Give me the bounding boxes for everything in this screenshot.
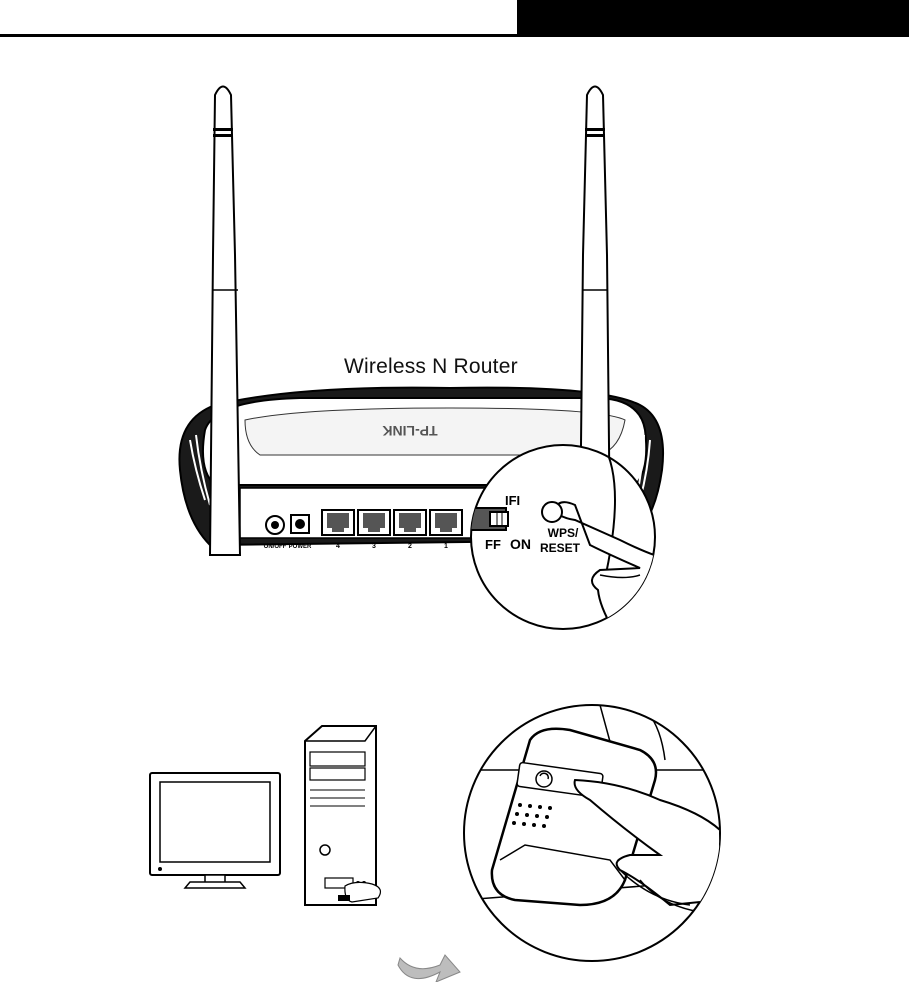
power-label: POWER bbox=[289, 544, 312, 550]
curved-arrow-icon bbox=[398, 955, 460, 982]
lan-port-4 bbox=[322, 510, 354, 535]
port-label-1: 1 bbox=[444, 543, 448, 550]
lan-port-3 bbox=[358, 510, 390, 535]
wps-label-1: WPS/ bbox=[548, 526, 579, 540]
port-label-4: 4 bbox=[336, 543, 340, 550]
port-label-2: 2 bbox=[408, 543, 412, 550]
wps-button-icon bbox=[542, 502, 562, 522]
wps-label-2: RESET bbox=[540, 541, 581, 555]
lan-port-2 bbox=[394, 510, 426, 535]
wps-zoom-circle: IFI FF ON WPS/ RESET bbox=[470, 440, 700, 640]
computer-tower-icon bbox=[305, 726, 380, 905]
wifi-label: IFI bbox=[505, 493, 520, 508]
on-label: ON bbox=[510, 536, 531, 552]
onoff-label: ON/OFF bbox=[264, 544, 287, 550]
brand-logo: TP-LINK bbox=[382, 423, 437, 439]
lan-port-1 bbox=[430, 510, 462, 535]
wps-adapter-zoom-icon bbox=[464, 700, 720, 961]
port-label-3: 3 bbox=[372, 543, 376, 550]
left-antenna bbox=[210, 87, 240, 556]
off-label: FF bbox=[485, 537, 501, 552]
computer-monitor-icon bbox=[150, 773, 280, 888]
